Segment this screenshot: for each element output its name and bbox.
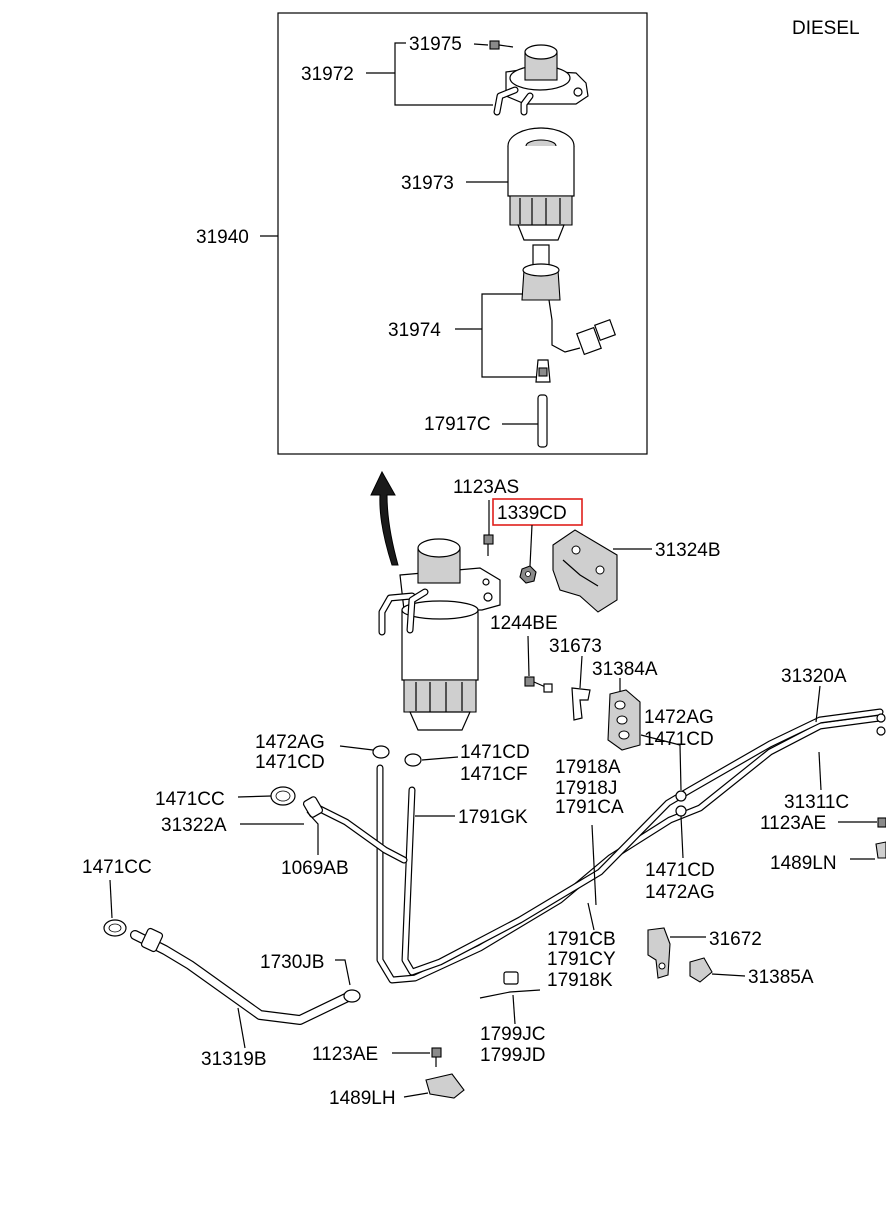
bracket-31672-illustration bbox=[647, 927, 671, 979]
main-leader-lines bbox=[109, 500, 877, 1098]
highlight-box-1339CD bbox=[492, 498, 583, 526]
part-label-31672: 31672 bbox=[709, 929, 762, 950]
hose-31319B-illustration bbox=[130, 927, 361, 1025]
part-label-1471CD-upper: 1471CD bbox=[644, 729, 714, 750]
part-label-31319B: 31319B bbox=[201, 1049, 267, 1070]
part-label-1123AE-lower: 1123AE bbox=[312, 1044, 378, 1065]
inset-leader-lines bbox=[260, 42, 538, 425]
part-label-31311C: 31311C bbox=[784, 792, 849, 813]
clamp-1489LH-illustration bbox=[425, 1073, 465, 1099]
part-label-1791GK: 1791GK bbox=[458, 807, 528, 828]
part-label-1730JB: 1730JB bbox=[260, 952, 324, 973]
arrow-up-icon bbox=[370, 470, 399, 566]
part-label-1069AB: 1069AB bbox=[281, 858, 349, 879]
part-label-1471CC-lower: 1471CC bbox=[82, 857, 152, 878]
part-label-1799JC: 1799JC bbox=[480, 1024, 546, 1045]
part-label-31320A: 31320A bbox=[781, 666, 847, 687]
part-label-31673: 31673 bbox=[549, 636, 602, 657]
clip-31673-illustration bbox=[571, 687, 591, 721]
part-label-31940: 31940 bbox=[196, 227, 249, 248]
clamp-1471CD-left-icon bbox=[404, 753, 422, 767]
part-label-1471CD-lower: 1471CD bbox=[645, 860, 715, 881]
clamp-1472AG-left-icon bbox=[372, 745, 390, 759]
part-label-1472AG-lower: 1472AG bbox=[645, 882, 715, 903]
part-label-1472AG-upper: 1472AG bbox=[644, 707, 714, 728]
bolt-1123AE-lower-icon bbox=[431, 1047, 442, 1067]
part-label-1791CY: 1791CY bbox=[547, 949, 616, 970]
part-label-1489LH: 1489LH bbox=[329, 1088, 396, 1109]
fuel-lines-illustration bbox=[314, 708, 886, 984]
part-label-1471CF: 1471CF bbox=[460, 764, 528, 785]
hose-clamp-1471CC-upper-icon bbox=[270, 786, 296, 806]
part-label-1471CD-mid: 1471CD bbox=[460, 742, 530, 763]
grommet-1069AB-icon bbox=[302, 796, 324, 818]
part-label-31974: 31974 bbox=[388, 320, 441, 341]
part-label-31322A: 31322A bbox=[161, 815, 227, 836]
filter-head-illustration bbox=[493, 44, 589, 116]
part-label-31972: 31972 bbox=[301, 64, 354, 85]
part-label-1489LN: 1489LN bbox=[770, 853, 837, 874]
nut-1339CD-icon bbox=[519, 565, 537, 584]
clamp-31384A-illustration bbox=[607, 689, 641, 751]
detail-inset-frame bbox=[277, 12, 648, 455]
bolt-31975-icon bbox=[489, 40, 514, 50]
part-label-31975: 31975 bbox=[409, 34, 462, 55]
part-label-1791CA: 1791CA bbox=[555, 797, 624, 818]
part-label-17917C: 17917C bbox=[424, 414, 491, 435]
part-label-1123AS: 1123AS bbox=[453, 477, 519, 498]
part-label-31973: 31973 bbox=[401, 173, 454, 194]
diesel-variant-label: DIESEL bbox=[792, 18, 860, 39]
fuel-filter-assembly-illustration bbox=[378, 538, 501, 731]
part-label-1244BE: 1244BE bbox=[490, 613, 558, 634]
part-label-1339CD: 1339CD bbox=[497, 503, 567, 524]
bolt-1123AE-right-icon bbox=[877, 817, 886, 828]
part-label-31385A: 31385A bbox=[748, 967, 814, 988]
bracket-31324B-illustration bbox=[552, 529, 618, 613]
hose-clamp-1471CC-lower-icon bbox=[103, 919, 127, 937]
part-label-1791CB: 1791CB bbox=[547, 929, 616, 950]
tube-17917C-icon bbox=[537, 394, 548, 448]
clamp-1489LN-illustration bbox=[875, 841, 886, 859]
bolt-1244BE-icon bbox=[524, 676, 553, 693]
part-label-1472AG-left: 1472AG bbox=[255, 732, 325, 753]
part-label-31324B: 31324B bbox=[655, 540, 721, 561]
cable-tie-1799JC-illustration bbox=[479, 971, 541, 999]
part-label-1123AE-right: 1123AE bbox=[760, 813, 826, 834]
part-label-17918A: 17918A bbox=[555, 757, 621, 778]
water-sensor-illustration bbox=[521, 244, 617, 383]
part-label-31384A: 31384A bbox=[592, 659, 658, 680]
filter-cartridge-illustration bbox=[507, 127, 575, 241]
part-label-17918J: 17918J bbox=[555, 778, 617, 799]
bolt-1123AS-icon bbox=[483, 534, 494, 556]
clamp-31385A-illustration bbox=[689, 957, 713, 983]
part-label-17918K: 17918K bbox=[547, 970, 613, 991]
part-label-1471CC-upper: 1471CC bbox=[155, 789, 225, 810]
part-label-1471CD-left: 1471CD bbox=[255, 752, 325, 773]
part-label-1799JD: 1799JD bbox=[480, 1045, 546, 1066]
